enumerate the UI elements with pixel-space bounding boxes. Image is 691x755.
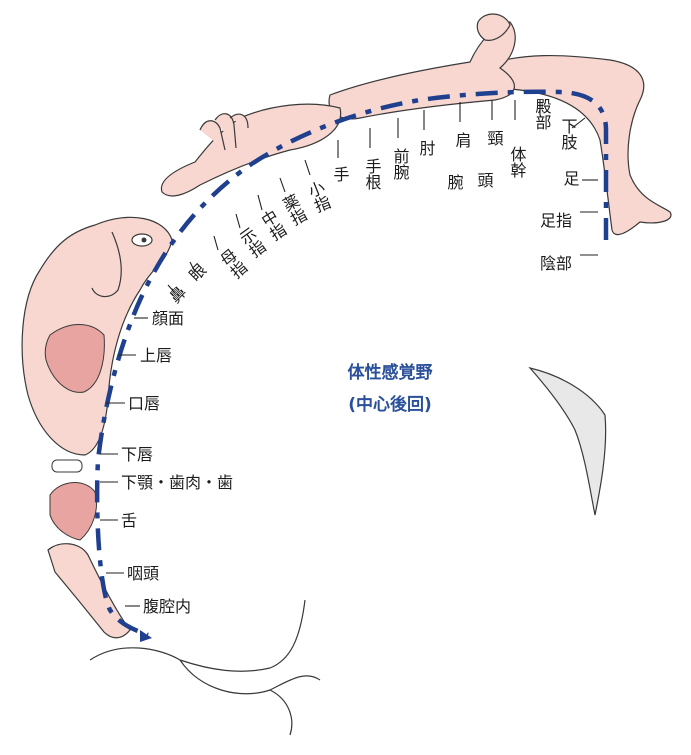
torso-drawing <box>328 21 516 120</box>
label-wrist: 手根 <box>363 158 382 190</box>
lips-drawing <box>44 324 105 393</box>
tongue-drawing <box>49 482 97 541</box>
label-foot: 足 <box>561 170 580 186</box>
small-head-drawing <box>476 13 511 41</box>
label-lower-lip: 下唇 <box>121 445 153 464</box>
label-leg: 下肢 <box>559 118 578 151</box>
label-neck: 頸 <box>485 130 504 146</box>
label-pharynx: 咽頭 <box>127 564 159 583</box>
label-toes: 足指 <box>540 211 572 230</box>
label-forearm: 前腕 <box>391 148 410 181</box>
label-lips: 口唇 <box>128 394 160 413</box>
body-part-labels: 陰部 足指 足 下肢 殿部 体幹 頸 頭 肩 腕 肘 前腕 手根 手 小指 薬指… <box>121 98 580 616</box>
label-abdomen: 腹腔内 <box>143 597 191 616</box>
fingers-drawing <box>199 113 249 151</box>
label-hand: 手 <box>331 166 350 183</box>
label-trunk: 体幹 <box>508 146 527 178</box>
area-subtitle: (中心後回) <box>348 394 432 415</box>
label-little-finger: 小指 <box>303 178 333 216</box>
band-arrow <box>140 630 152 642</box>
area-title: 体性感覚野 <box>348 362 433 383</box>
label-arm: 腕 <box>445 174 464 191</box>
label-jaw: 下顎・歯肉・歯 <box>121 473 233 492</box>
label-shoulder: 肩 <box>453 132 472 149</box>
label-face: 顔面 <box>152 309 184 328</box>
nose-drawing <box>91 231 122 298</box>
arm-drawing <box>160 103 342 197</box>
label-upper-lip: 上唇 <box>140 346 172 365</box>
label-tongue: 舌 <box>121 511 137 530</box>
label-ticks <box>100 100 598 607</box>
label-eye: 眼 <box>185 260 210 285</box>
homunculus-illustration <box>21 13 672 736</box>
cortical-band <box>94 89 609 638</box>
label-head: 頭 <box>475 172 494 188</box>
leg-drawing <box>469 54 672 236</box>
label-genitals: 陰部 <box>540 254 572 273</box>
ventricle-drawing <box>528 366 607 516</box>
sulcus-drawing <box>89 599 321 736</box>
pupil-drawing <box>141 237 147 243</box>
label-elbow: 肘 <box>417 140 436 156</box>
teeth-drawing <box>51 459 83 473</box>
pharynx-drawing <box>47 543 131 639</box>
label-hip: 殿部 <box>533 98 552 130</box>
